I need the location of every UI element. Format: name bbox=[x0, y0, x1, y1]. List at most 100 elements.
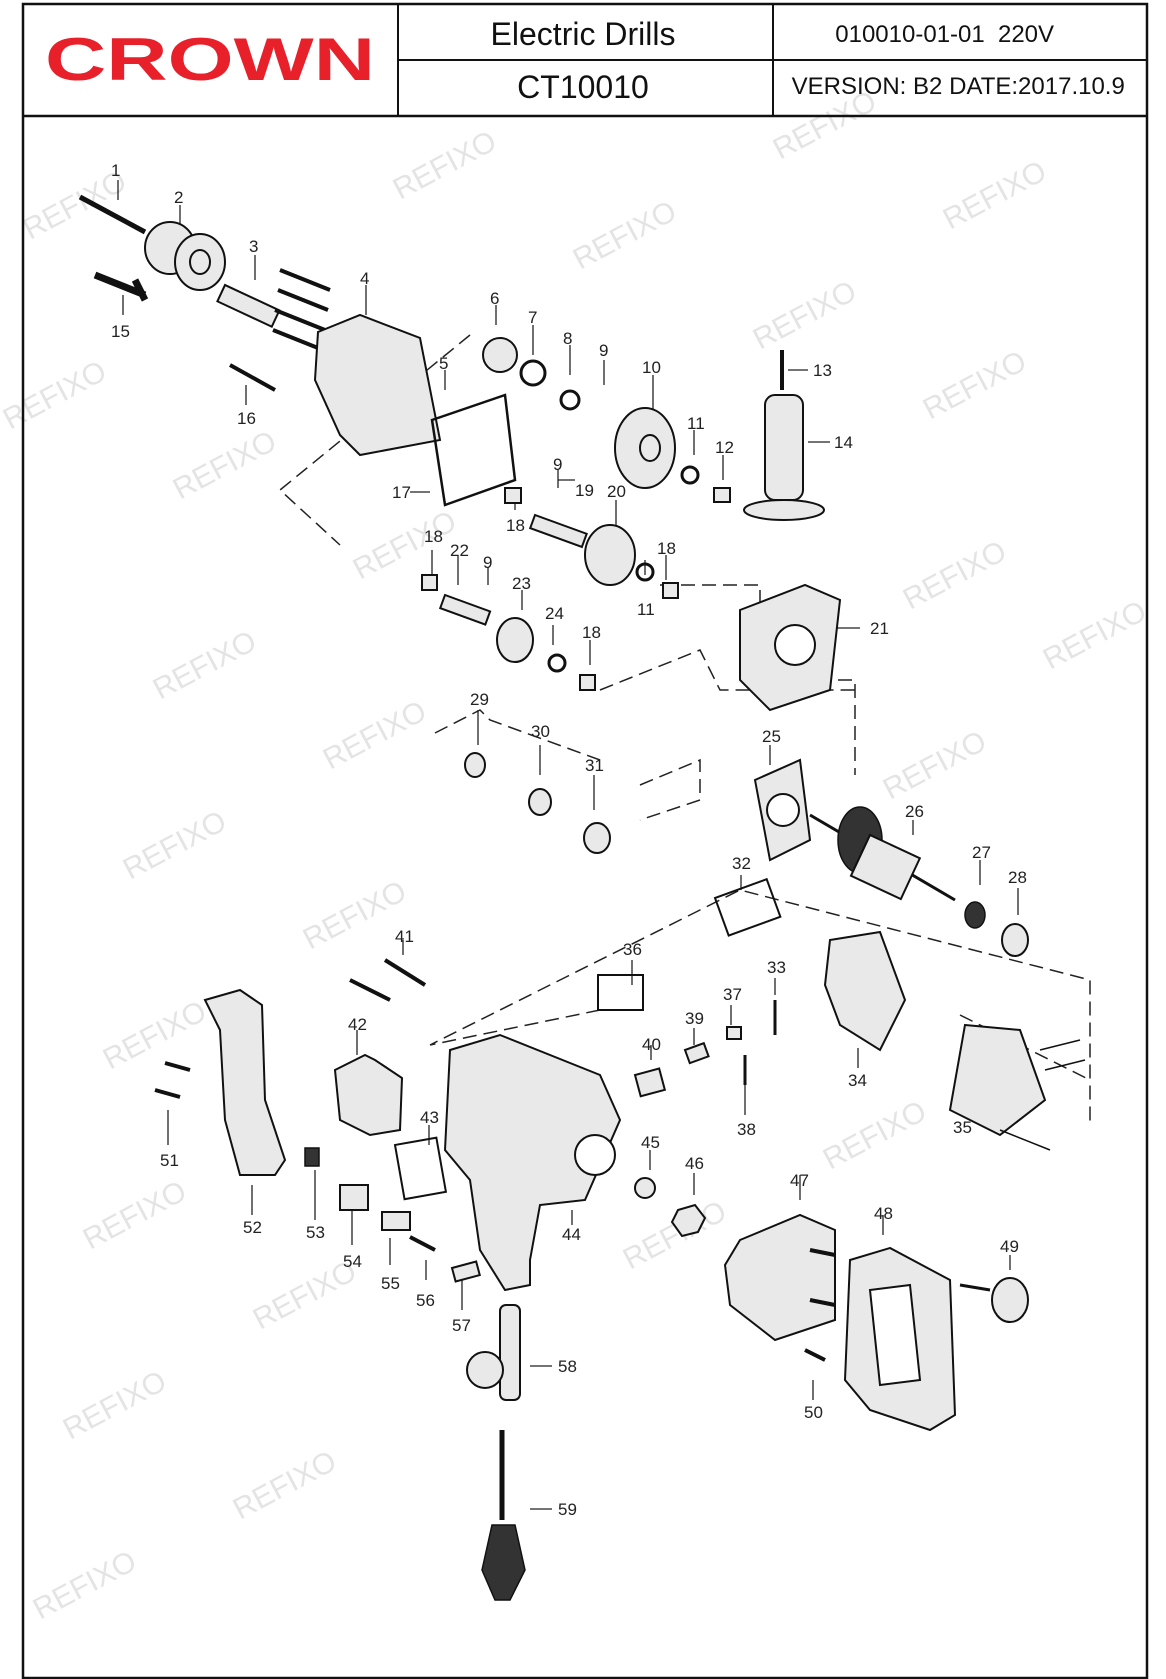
callout-19: 19 bbox=[575, 481, 594, 500]
part-18-bearing bbox=[504, 487, 522, 504]
part-49-knob bbox=[959, 1277, 1029, 1323]
callout-18c: 18 bbox=[424, 527, 443, 546]
part-56-screw bbox=[409, 1235, 436, 1252]
part-35-stator bbox=[948, 1023, 1047, 1137]
callout-3: 3 bbox=[249, 237, 258, 256]
callout-29: 29 bbox=[470, 690, 489, 709]
callout-9: 9 bbox=[599, 341, 608, 360]
callout-41: 41 bbox=[395, 927, 414, 946]
part-29-washer bbox=[464, 752, 486, 778]
watermark: REFIXO bbox=[618, 1195, 732, 1277]
callout-35: 35 bbox=[953, 1118, 972, 1137]
callout-58: 58 bbox=[558, 1357, 577, 1376]
watermark: REFIXO bbox=[918, 345, 1032, 427]
part-17-gasket bbox=[430, 393, 517, 507]
part-40-brush-holder bbox=[633, 1067, 667, 1098]
callout-43: 43 bbox=[420, 1108, 439, 1127]
callout-33: 33 bbox=[767, 958, 786, 977]
callout-11: 11 bbox=[687, 414, 705, 433]
watermark: REFIXO bbox=[818, 1095, 932, 1177]
part-27-bearing bbox=[964, 901, 986, 929]
part-42-switch bbox=[333, 1053, 404, 1137]
watermark: REFIXO bbox=[1038, 595, 1152, 677]
voltage: 220V bbox=[998, 21, 1054, 48]
callout-53: 53 bbox=[306, 1223, 325, 1242]
watermark: REFIXO bbox=[878, 725, 992, 807]
callout-9b: 9 bbox=[553, 455, 562, 474]
part-23-gear bbox=[496, 617, 534, 663]
part-1-screw bbox=[78, 194, 147, 235]
callout-18a: 18 bbox=[506, 516, 525, 535]
watermark: REFIXO bbox=[898, 535, 1012, 617]
part-code: 010010-01-01 bbox=[835, 21, 984, 48]
callout-23: 23 bbox=[512, 574, 531, 593]
callout-37: 37 bbox=[723, 985, 742, 1004]
callout-54: 54 bbox=[343, 1252, 362, 1271]
callout-52: 52 bbox=[243, 1218, 262, 1237]
callout-32: 32 bbox=[732, 854, 751, 873]
callout-4: 4 bbox=[360, 269, 369, 288]
part-48-handle-cutout bbox=[868, 1283, 922, 1387]
part-55-terminal bbox=[381, 1211, 411, 1231]
part-44-vent bbox=[574, 1134, 616, 1176]
part-19-shaft bbox=[528, 513, 588, 549]
callout-45: 45 bbox=[641, 1133, 660, 1152]
part-46-nut bbox=[670, 1203, 707, 1238]
callout-15: 15 bbox=[111, 322, 130, 341]
callout-21: 21 bbox=[870, 619, 889, 638]
callout-16: 16 bbox=[237, 409, 256, 428]
brand-logo: CROWN bbox=[45, 26, 375, 93]
watermark: REFIXO bbox=[318, 695, 432, 777]
part-28-bearing bbox=[1001, 923, 1029, 957]
date: DATE:2017.10.9 bbox=[949, 73, 1125, 100]
part-26-armature bbox=[809, 806, 956, 902]
screws-50 bbox=[804, 1248, 836, 1362]
watermark: REFIXO bbox=[938, 155, 1052, 237]
part-2-drill-chuck bbox=[144, 221, 226, 291]
part-8-washer bbox=[559, 389, 581, 411]
part-11-washer bbox=[635, 562, 655, 582]
callout-14: 14 bbox=[834, 433, 853, 452]
callout-51: 51 bbox=[160, 1151, 179, 1170]
callout-31: 31 bbox=[585, 756, 604, 775]
callout-39: 39 bbox=[685, 1009, 704, 1028]
callout-56: 56 bbox=[416, 1291, 435, 1310]
part-31-bearing bbox=[583, 822, 611, 854]
callout-59: 59 bbox=[558, 1500, 577, 1519]
callout-34: 34 bbox=[848, 1071, 867, 1090]
watermark: REFIXO bbox=[388, 125, 502, 207]
part-45-washer bbox=[634, 1177, 656, 1199]
callout-20: 20 bbox=[607, 482, 626, 501]
callout-18b: 18 bbox=[657, 539, 676, 558]
part-54-capacitor bbox=[339, 1184, 369, 1211]
part-25-bore bbox=[766, 793, 800, 827]
watermark: REFIXO bbox=[148, 625, 262, 707]
watermark: REFIXO bbox=[748, 275, 862, 357]
part-53-clip bbox=[304, 1147, 320, 1167]
callout-30: 30 bbox=[531, 722, 550, 741]
part-12-bearing bbox=[713, 487, 731, 503]
part-39-brush bbox=[683, 1041, 710, 1065]
callout-6: 6 bbox=[490, 289, 499, 308]
watermark: REFIXO bbox=[568, 195, 682, 277]
callout-57: 57 bbox=[452, 1316, 471, 1335]
part-22-shaft bbox=[438, 593, 492, 626]
part-59-power-cord bbox=[481, 1430, 526, 1601]
version: VERSION: B2 bbox=[792, 73, 943, 100]
sheet-border bbox=[21, 2, 1149, 1679]
callout-27: 27 bbox=[972, 843, 991, 862]
part-57-cable-clamp bbox=[450, 1260, 481, 1283]
callout-13: 13 bbox=[813, 361, 832, 380]
screws-4 bbox=[272, 268, 331, 352]
part-18-bearing bbox=[421, 574, 438, 591]
callout-26: 26 bbox=[905, 802, 924, 821]
callout-22: 22 bbox=[450, 541, 469, 560]
callout-50: 50 bbox=[804, 1403, 823, 1422]
callout-48: 48 bbox=[874, 1204, 893, 1223]
callout-38: 38 bbox=[737, 1120, 756, 1139]
part-3-spindle bbox=[216, 283, 281, 328]
callout-7: 7 bbox=[528, 308, 537, 327]
watermark: REFIXO bbox=[168, 425, 282, 507]
part-13-14-side-handle bbox=[743, 350, 825, 521]
callout-25: 25 bbox=[762, 727, 781, 746]
